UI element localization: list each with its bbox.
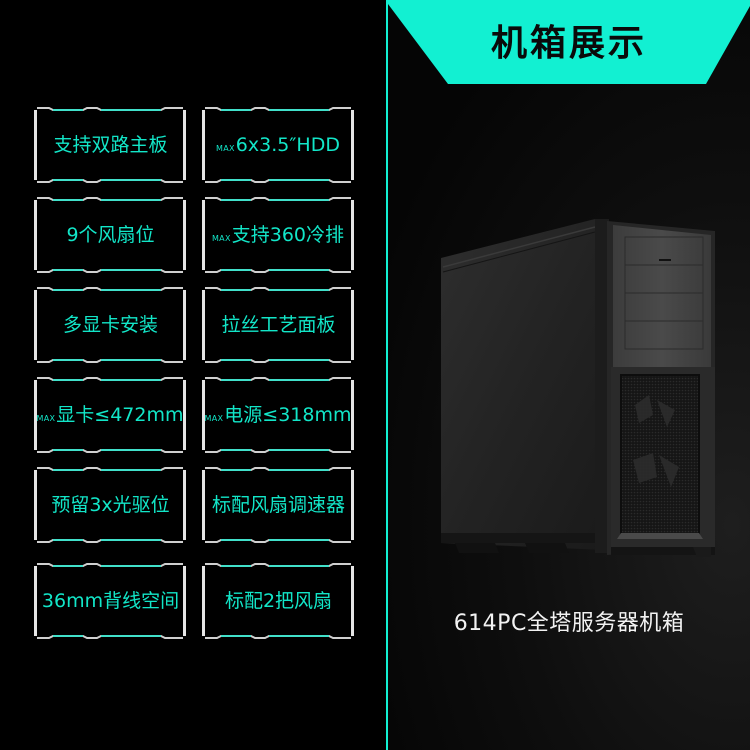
frame-edge-bottom (37, 633, 183, 639)
frame-edge-top (37, 563, 183, 569)
frame-edge-bottom (205, 267, 351, 273)
feature-box: 预留3x光驱位 (34, 467, 186, 543)
product-model-name: 614PC全塔服务器机箱 (453, 611, 685, 636)
feature-box: 支持双路主板 (34, 107, 186, 183)
frame-edge-bottom (205, 447, 351, 453)
frame-edge-bottom (37, 537, 183, 543)
showcase-panel: 机箱展示 (386, 0, 750, 750)
title-banner: 机箱展示 (388, 0, 750, 84)
banner-trapezoid-icon (388, 0, 750, 84)
feature-box: 标配风扇调速器 (202, 467, 354, 543)
feature-box: 36mm背线空间 (34, 563, 186, 639)
feature-box: 标配2把风扇 (202, 563, 354, 639)
feature-label: 拉丝工艺面板 (221, 313, 336, 336)
frame-edge-bottom (205, 633, 351, 639)
feature-label: 支持双路主板 (53, 133, 168, 156)
frame-edge-bottom (37, 177, 183, 183)
pc-tower-case-image (435, 215, 720, 560)
feature-label: 多显卡安装 (62, 313, 158, 336)
frame-edge-top (205, 467, 351, 473)
frame-edge-bottom (37, 357, 183, 363)
frame-edge-top (205, 107, 351, 113)
feature-box: 多显卡安装 (34, 287, 186, 363)
frame-edge-bottom (205, 177, 351, 183)
frame-edge-top (37, 377, 183, 383)
frame-edge-top (37, 107, 183, 113)
feature-label: 预留3x光驱位 (51, 493, 170, 516)
feature-label: 9个风扇位 (66, 223, 155, 246)
frame-edge-bottom (205, 537, 351, 543)
feature-box: 拉丝工艺面板 (202, 287, 354, 363)
frame-edge-top (37, 197, 183, 203)
frame-edge-bottom (37, 267, 183, 273)
feature-label: 标配2把风扇 (224, 589, 333, 612)
frame-edge-top (205, 287, 351, 293)
frame-edge-top (205, 377, 351, 383)
page-title: 机箱展示 (490, 23, 647, 64)
frame-edge-top (205, 563, 351, 569)
feature-label: 标配风扇调速器 (211, 493, 345, 516)
frame-edge-top (205, 197, 351, 203)
frame-edge-top (37, 287, 183, 293)
frame-edge-bottom (205, 357, 351, 363)
feature-label: 36mm背线空间 (41, 589, 180, 612)
frame-edge-bottom (37, 447, 183, 453)
feature-box: 9个风扇位 (34, 197, 186, 273)
frame-edge-top (37, 467, 183, 473)
